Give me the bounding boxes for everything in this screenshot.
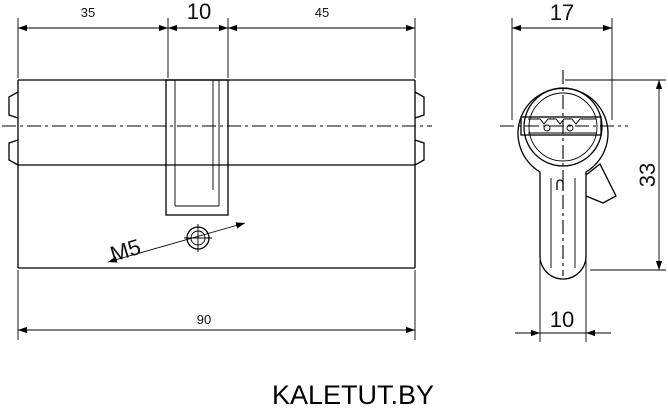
side-view: 17 33 10	[500, 0, 666, 342]
front-view: M5 35 10 45 90	[2, 0, 432, 340]
cylinder-body	[8, 79, 425, 269]
screw-dimension: M5	[107, 222, 246, 267]
dim-bottom-label: 10	[550, 307, 574, 332]
front-total-dimension: 90	[17, 270, 416, 340]
cam	[165, 79, 229, 216]
dim-total-label: 90	[197, 312, 211, 327]
dim-cam-label: 10	[187, 0, 211, 24]
dim-width-label: 17	[550, 0, 574, 25]
dim-left-label: 35	[81, 5, 95, 20]
screw-hole	[184, 224, 212, 252]
dim-height-label: 33	[635, 163, 660, 187]
cylinder-profile	[517, 87, 609, 280]
brand-watermark: KALETUT.BY	[272, 380, 434, 410]
front-top-dimensions: 35 10 45	[17, 0, 416, 78]
side-bottom-dimension: 10	[515, 260, 611, 342]
cam-tab	[585, 162, 617, 204]
dim-right-label: 45	[315, 5, 329, 20]
side-width-dimension: 17	[511, 0, 613, 120]
side-height-dimension: 33	[565, 79, 666, 271]
screw-label: M5	[107, 234, 144, 267]
